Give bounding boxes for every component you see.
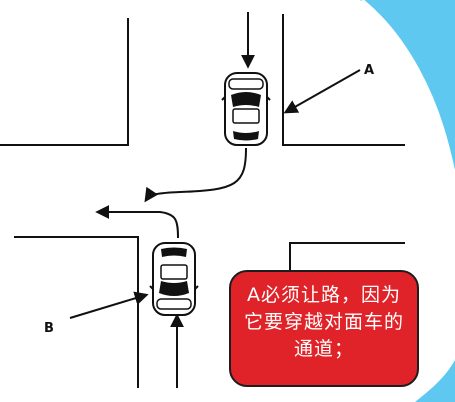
car-a [221, 72, 271, 146]
car-b [149, 242, 199, 316]
curb-top-left [0, 18, 129, 146]
car-b-turn-path [95, 205, 179, 239]
car-a-turn-path [144, 147, 247, 203]
corner-accent-edge [361, 0, 454, 166]
curb-top-right [282, 14, 405, 146]
callout-line-2: 它要穿越对面车的 [243, 311, 404, 333]
corner-accent [360, 0, 455, 170]
label-a-pointer [283, 69, 361, 114]
label-b: B [44, 321, 54, 336]
callout-line-3: 通道； [293, 338, 354, 360]
callout-line-1: A必须让路，因为 [247, 284, 401, 306]
curb-bottom-left [14, 236, 139, 388]
explanation-callout: A必须让路，因为 它要穿越对面车的 通道； [229, 270, 419, 387]
label-a: A [364, 63, 374, 78]
label-b-pointer [69, 291, 149, 319]
corner-accent-bottom [415, 360, 455, 402]
